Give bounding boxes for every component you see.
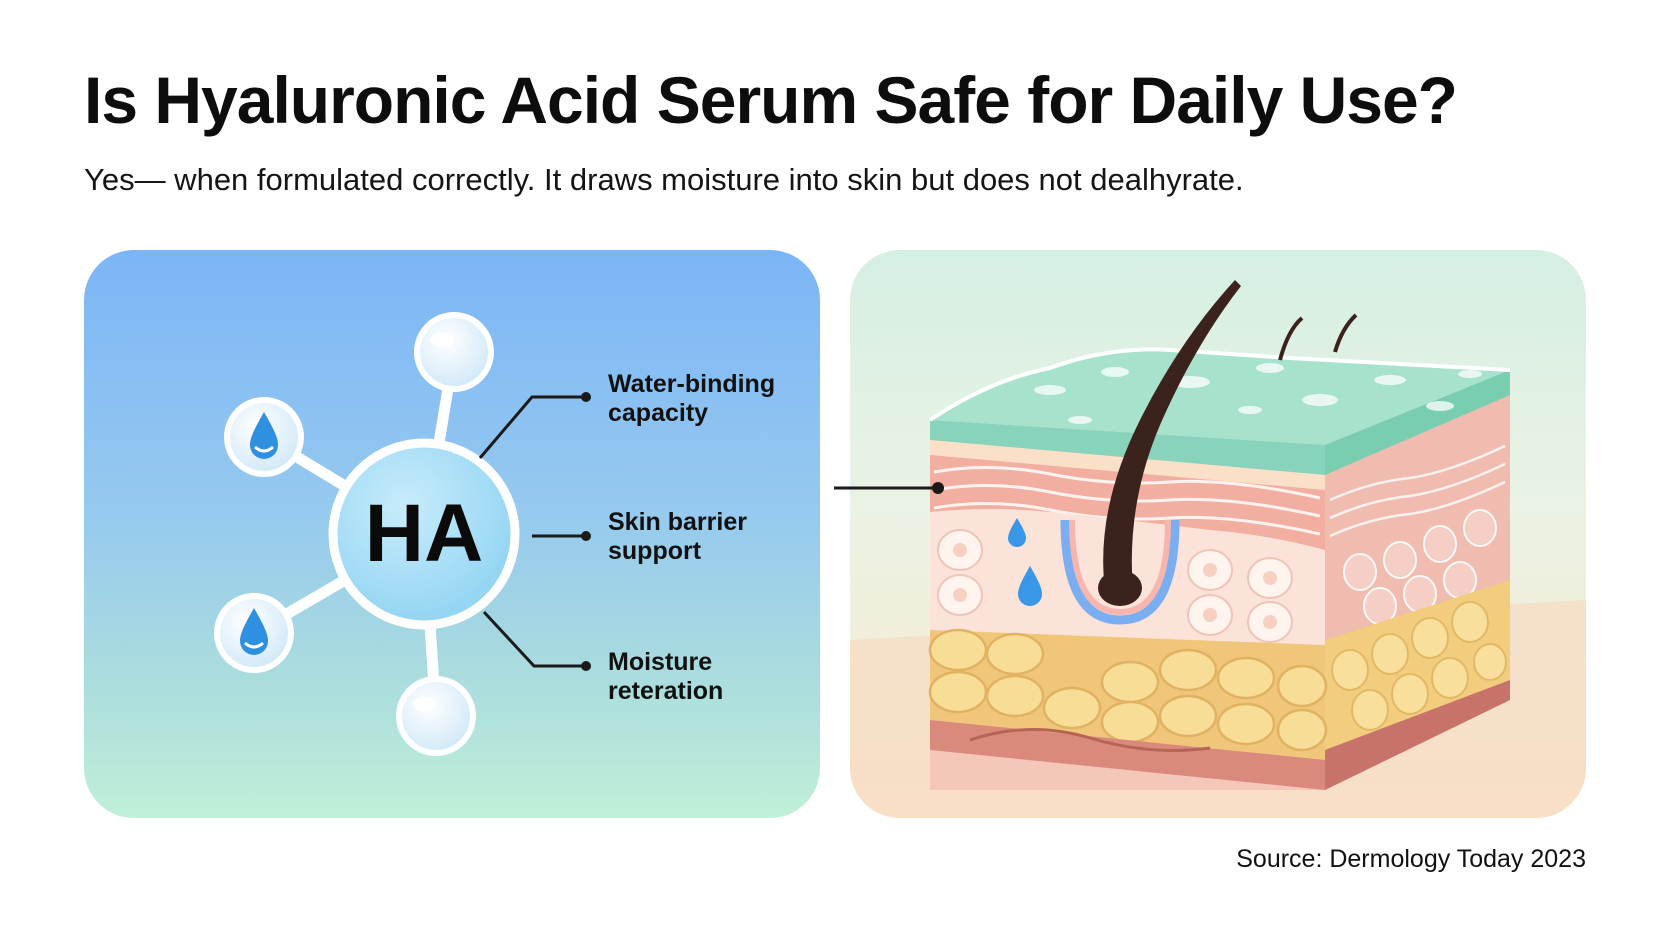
bubble-icon (396, 676, 476, 756)
source-caption: Source: Dermology Today 2023 (1236, 845, 1586, 873)
skin-surface-top (928, 347, 1511, 445)
page-subtitle: Yes— when formulated correctly. It draws… (84, 162, 1244, 197)
fat-cell-icon (928, 628, 1328, 752)
callout-skin-barrier: Skin barrier support (608, 508, 747, 565)
connector-moisture (482, 610, 586, 668)
skin-panel (850, 250, 1586, 818)
connector-dot (581, 531, 591, 541)
connector-dot (581, 392, 591, 402)
ha-molecule-center (328, 438, 520, 630)
water-drop-icon (1008, 518, 1042, 606)
skin-block-front (928, 420, 1328, 790)
hair-follicle-icon (1060, 280, 1358, 625)
callout-water-binding: Water-binding capacity (608, 370, 776, 427)
ha-label: HA (364, 488, 484, 579)
connector-water-binding (478, 395, 586, 459)
skin-block-side (1325, 370, 1510, 790)
connector-dot (581, 661, 591, 671)
skin-pointer-line (834, 482, 944, 494)
molecule-panel: HA Water-binding capacity Skin barrier s… (84, 250, 820, 818)
bubble-icon (414, 312, 494, 392)
skin-cross-section (850, 280, 1586, 818)
molecule-diagram (214, 312, 591, 756)
water-drop-icon (224, 397, 304, 477)
water-drop-icon (214, 593, 294, 673)
callout-connectors (478, 395, 586, 668)
page-title: Is Hyaluronic Acid Serum Safe for Daily … (84, 63, 1458, 137)
callout-moisture: Moisture reteration (608, 648, 724, 705)
